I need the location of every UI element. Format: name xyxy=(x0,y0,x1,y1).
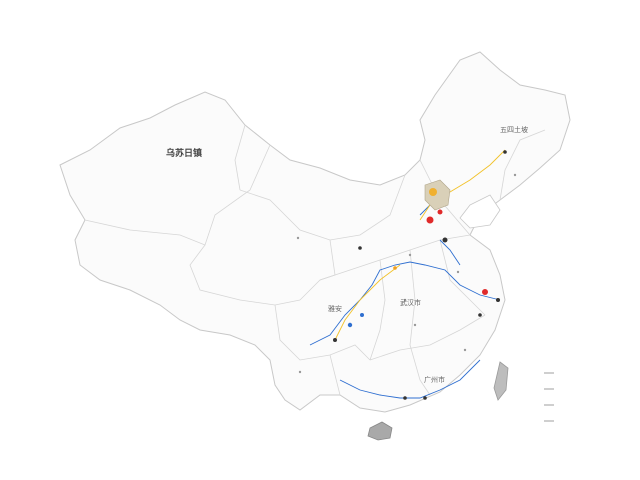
route-lines xyxy=(334,149,506,341)
taiwan-island xyxy=(493,361,509,401)
legend-row xyxy=(544,370,557,378)
place-dots xyxy=(296,173,517,374)
region-label-guangdong: 广州市 xyxy=(424,376,445,384)
marker-red xyxy=(426,216,434,224)
legend-row xyxy=(544,402,557,410)
hainan-island xyxy=(367,421,393,441)
marker-dark xyxy=(358,246,362,250)
map-legend xyxy=(540,362,590,434)
marker-dark xyxy=(442,237,448,243)
region-label-xinjiang: 乌苏日镇 xyxy=(166,149,203,159)
marker-dark xyxy=(503,150,507,154)
province-borders xyxy=(84,124,546,396)
region-label-heilongjiang: 五四土坡 xyxy=(500,126,528,134)
markers xyxy=(333,150,507,400)
legend-row xyxy=(544,418,557,426)
country-outline xyxy=(59,51,571,413)
region-label-sichuan: 雅安 xyxy=(328,305,342,313)
marker-dark xyxy=(496,298,500,302)
marker-orange xyxy=(429,188,437,196)
marker-blue xyxy=(360,313,364,317)
legend-row xyxy=(544,386,557,394)
marker-dark xyxy=(403,396,407,400)
marker-dark xyxy=(423,396,427,400)
bohai-sea xyxy=(459,194,501,229)
highlight-region xyxy=(424,179,451,211)
marker-dark xyxy=(333,338,337,342)
marker-red xyxy=(437,209,443,215)
marker-blue xyxy=(393,266,397,270)
region-label-hubei: 武汉市 xyxy=(400,299,421,307)
marker-dark xyxy=(478,313,482,317)
marker-blue xyxy=(347,322,353,328)
marker-red xyxy=(482,289,488,295)
